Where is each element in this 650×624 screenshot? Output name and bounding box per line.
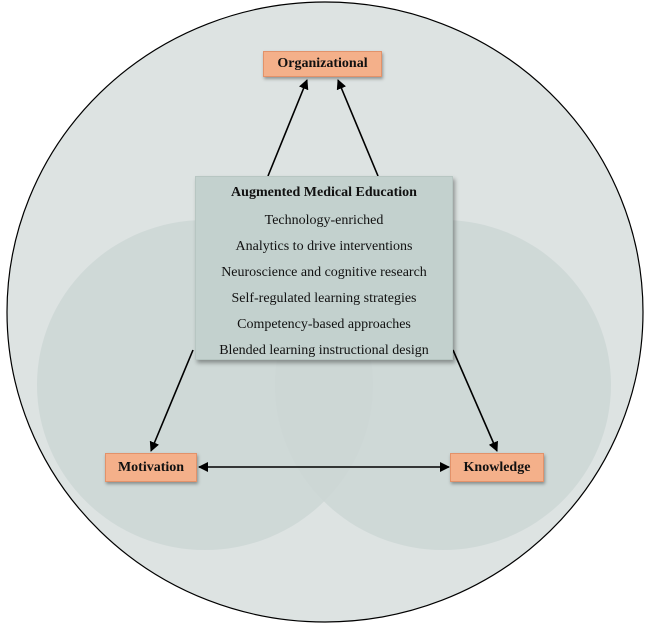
- center-item: Analytics to drive interventions: [235, 239, 413, 254]
- center-item: Self-regulated learning strategies: [231, 291, 417, 306]
- center-item: Competency-based approaches: [237, 317, 411, 332]
- augmented-medical-education-box: Augmented Medical Education Technology-e…: [195, 176, 453, 360]
- center-item: Neuroscience and cognitive research: [221, 265, 427, 280]
- center-box-title: Augmented Medical Education: [231, 185, 417, 200]
- knowledge-node: Knowledge: [450, 453, 544, 482]
- motivation-node: Motivation: [105, 453, 197, 482]
- organizational-node: Organizational: [263, 51, 382, 77]
- arrow-center-to-motivation: [149, 349, 194, 452]
- arrow-center-to-organizational-left: [267, 79, 309, 177]
- arrow-center-to-knowledge: [452, 349, 498, 452]
- center-item: Technology-enriched: [264, 213, 384, 228]
- center-item: Blended learning instructional design: [219, 343, 429, 358]
- arrow-center-to-organizational-right: [336, 79, 379, 177]
